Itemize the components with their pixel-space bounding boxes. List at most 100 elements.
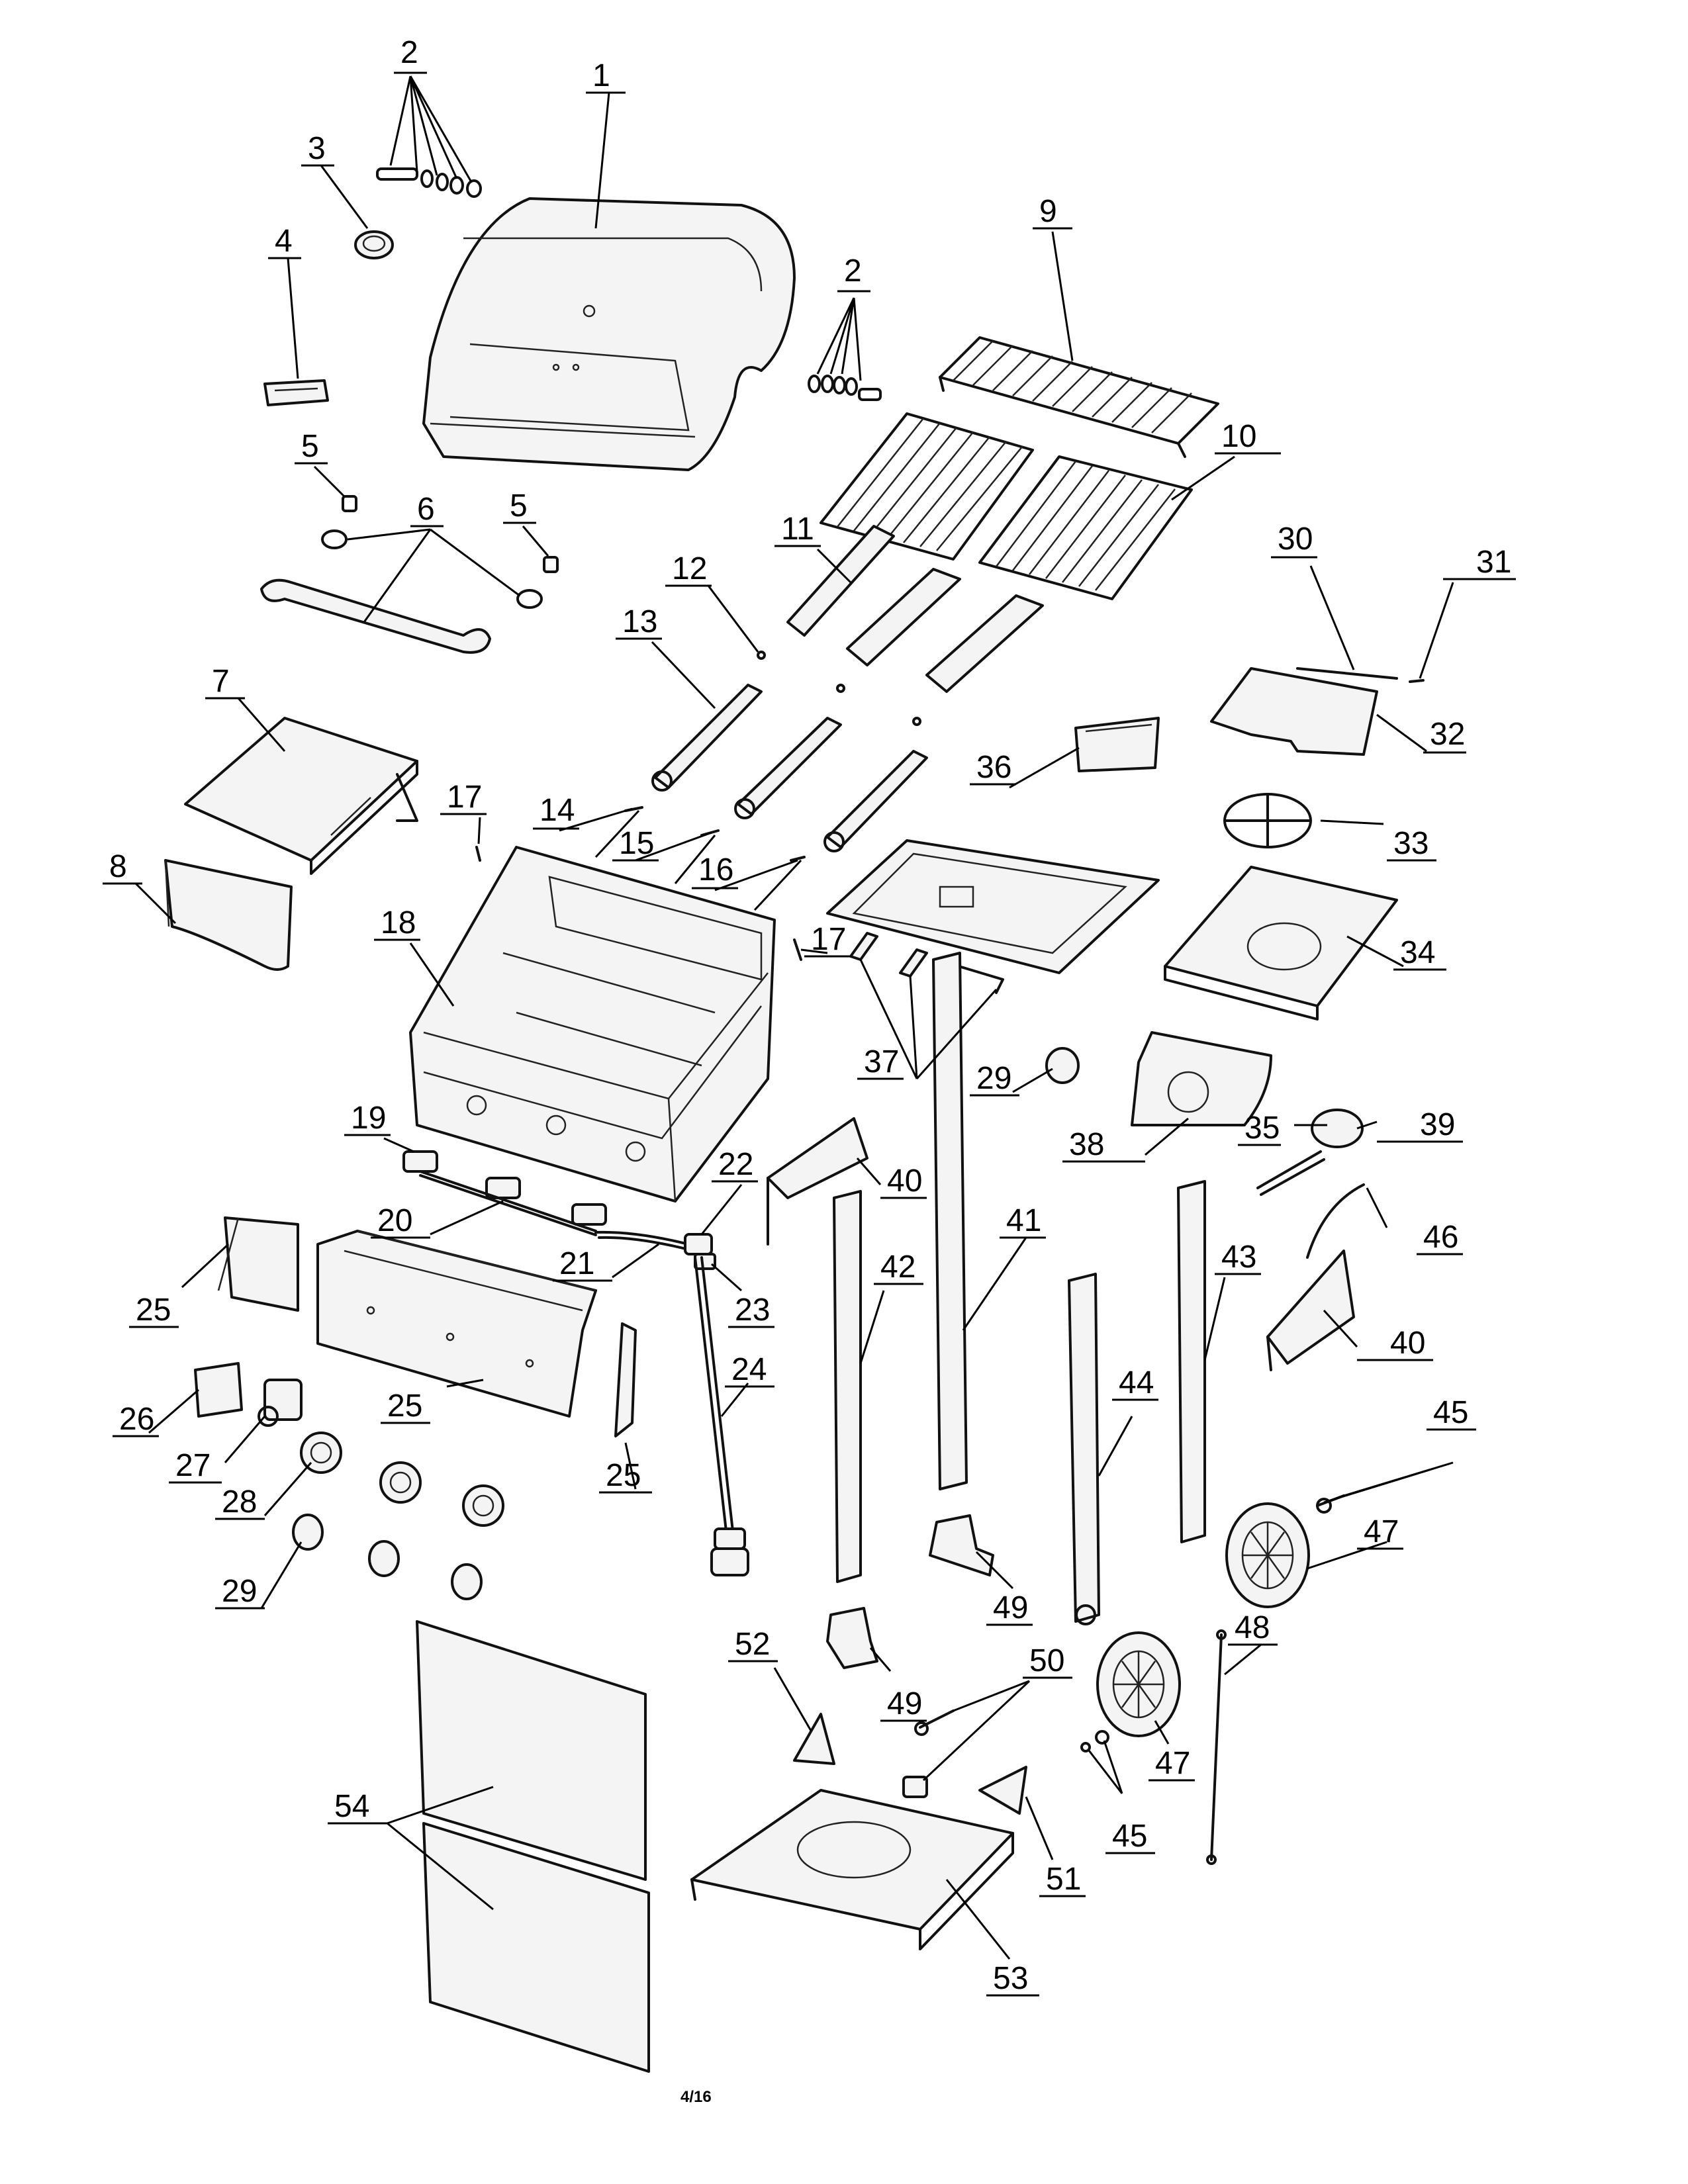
callout-17-lower: 17 [804, 922, 851, 958]
callout-50: 50 [1023, 1643, 1072, 1679]
part-side-burner-housing [1164, 866, 1398, 1021]
svg-text:17: 17 [811, 922, 846, 957]
callout-25-right: 25 [599, 1458, 652, 1494]
callout-3: 3 [301, 131, 334, 167]
svg-text:51: 51 [1046, 1862, 1081, 1897]
part-leg-43 [1177, 1180, 1206, 1543]
part-control-panel [316, 1230, 597, 1418]
part-side-bracket-left [767, 1117, 868, 1246]
callout-9: 9 [1033, 194, 1072, 230]
svg-text:32: 32 [1430, 717, 1465, 752]
part-regulator-hose [694, 1256, 749, 1576]
svg-text:43: 43 [1221, 1240, 1256, 1275]
part-leg-42 [833, 1190, 862, 1583]
svg-text:40: 40 [887, 1163, 922, 1199]
part-side-burner [1256, 1109, 1364, 1196]
svg-text:5: 5 [301, 429, 319, 464]
part-burner-1 [651, 684, 763, 792]
callout-48: 48 [1228, 1610, 1278, 1646]
part-heat-deflector-2 [846, 568, 961, 666]
svg-text:29: 29 [222, 1574, 257, 1609]
svg-text:52: 52 [735, 1627, 770, 1662]
callout-21: 21 [553, 1246, 612, 1282]
svg-text:45: 45 [1112, 1819, 1147, 1854]
part-control-knob [292, 1047, 1080, 1600]
part-side-bracket-right [1266, 1250, 1355, 1371]
callout-40-left: 40 [880, 1163, 927, 1199]
svg-text:38: 38 [1069, 1127, 1104, 1162]
part-logo-badge [263, 379, 329, 406]
part-door-lower [422, 1822, 650, 2073]
svg-text:39: 39 [1420, 1107, 1455, 1142]
svg-text:48: 48 [1235, 1610, 1270, 1645]
svg-text:50: 50 [1029, 1643, 1064, 1678]
callout-51: 51 [1039, 1862, 1086, 1897]
callout-30: 30 [1271, 522, 1317, 559]
svg-text:14: 14 [539, 793, 575, 828]
leader-lines [134, 75, 1454, 1960]
callout-12: 12 [665, 551, 712, 587]
callout-labels: 1 2 2 3 4 5 5 6 7 8 9 10 11 12 13 14 15 … [103, 35, 1516, 1997]
part-wire [1306, 1183, 1365, 1259]
svg-text:30: 30 [1278, 522, 1313, 557]
svg-text:15: 15 [619, 826, 654, 861]
callout-5-left: 5 [295, 429, 328, 465]
callout-32: 32 [1423, 717, 1466, 754]
svg-text:24: 24 [731, 1352, 767, 1387]
part-gas-valve [402, 1150, 607, 1226]
svg-text:2: 2 [844, 253, 862, 289]
part-cooking-grid-left [820, 412, 1034, 561]
svg-text:7: 7 [212, 664, 230, 699]
callout-25-center: 25 [381, 1388, 430, 1424]
svg-text:34: 34 [1400, 935, 1435, 970]
callout-45-lower: 45 [1105, 1819, 1155, 1854]
part-firebox [409, 846, 776, 1203]
part-bottom-shelf [690, 1789, 1014, 1950]
svg-text:47: 47 [1155, 1746, 1190, 1781]
part-side-burner-lid [1210, 667, 1378, 756]
svg-text:54: 54 [334, 1789, 369, 1824]
part-crossover-hose [594, 1230, 690, 1251]
callout-47-lower: 47 [1149, 1746, 1195, 1782]
callout-37: 37 [857, 1044, 904, 1080]
part-knob-bezel [300, 1432, 504, 1527]
svg-text:22: 22 [718, 1147, 753, 1182]
svg-text:28: 28 [222, 1484, 257, 1520]
callout-22: 22 [712, 1147, 758, 1183]
callout-28: 28 [215, 1484, 265, 1520]
part-lid [422, 197, 796, 471]
callout-40-right: 40 [1357, 1326, 1433, 1361]
callout-11: 11 [774, 512, 821, 547]
svg-text:37: 37 [864, 1044, 899, 1079]
part-grease-cup [1074, 717, 1160, 772]
part-side-shelf-left [184, 717, 418, 875]
callout-7: 7 [205, 664, 245, 700]
callout-45-upper: 45 [1427, 1395, 1476, 1431]
callout-14: 14 [533, 793, 579, 830]
svg-text:27: 27 [175, 1448, 211, 1483]
part-gusset-left [793, 1713, 835, 1765]
callout-25-left: 25 [129, 1293, 179, 1328]
svg-text:12: 12 [672, 551, 707, 586]
callout-16: 16 [692, 852, 738, 889]
part-clip-upper [475, 846, 481, 862]
callout-6: 6 [410, 492, 444, 527]
callout-26: 26 [113, 1402, 159, 1437]
callout-33: 33 [1387, 826, 1436, 862]
part-control-panel-bracket-left [217, 1216, 299, 1312]
part-side-burner-valve [684, 1233, 716, 1270]
svg-text:21: 21 [559, 1246, 594, 1281]
callout-34: 34 [1393, 935, 1446, 971]
part-lid-handle [260, 529, 543, 654]
part-cooking-grid-right [978, 455, 1193, 600]
part-rod [1296, 667, 1398, 680]
svg-text:53: 53 [993, 1961, 1028, 1996]
svg-text:25: 25 [606, 1458, 641, 1493]
part-leg-44 [1068, 1273, 1100, 1625]
svg-text:40: 40 [1390, 1326, 1425, 1361]
part-axle-hardware-lower [1080, 1730, 1109, 1752]
svg-text:49: 49 [887, 1686, 922, 1721]
svg-text:36: 36 [976, 750, 1011, 785]
callout-29-left: 29 [215, 1574, 265, 1610]
